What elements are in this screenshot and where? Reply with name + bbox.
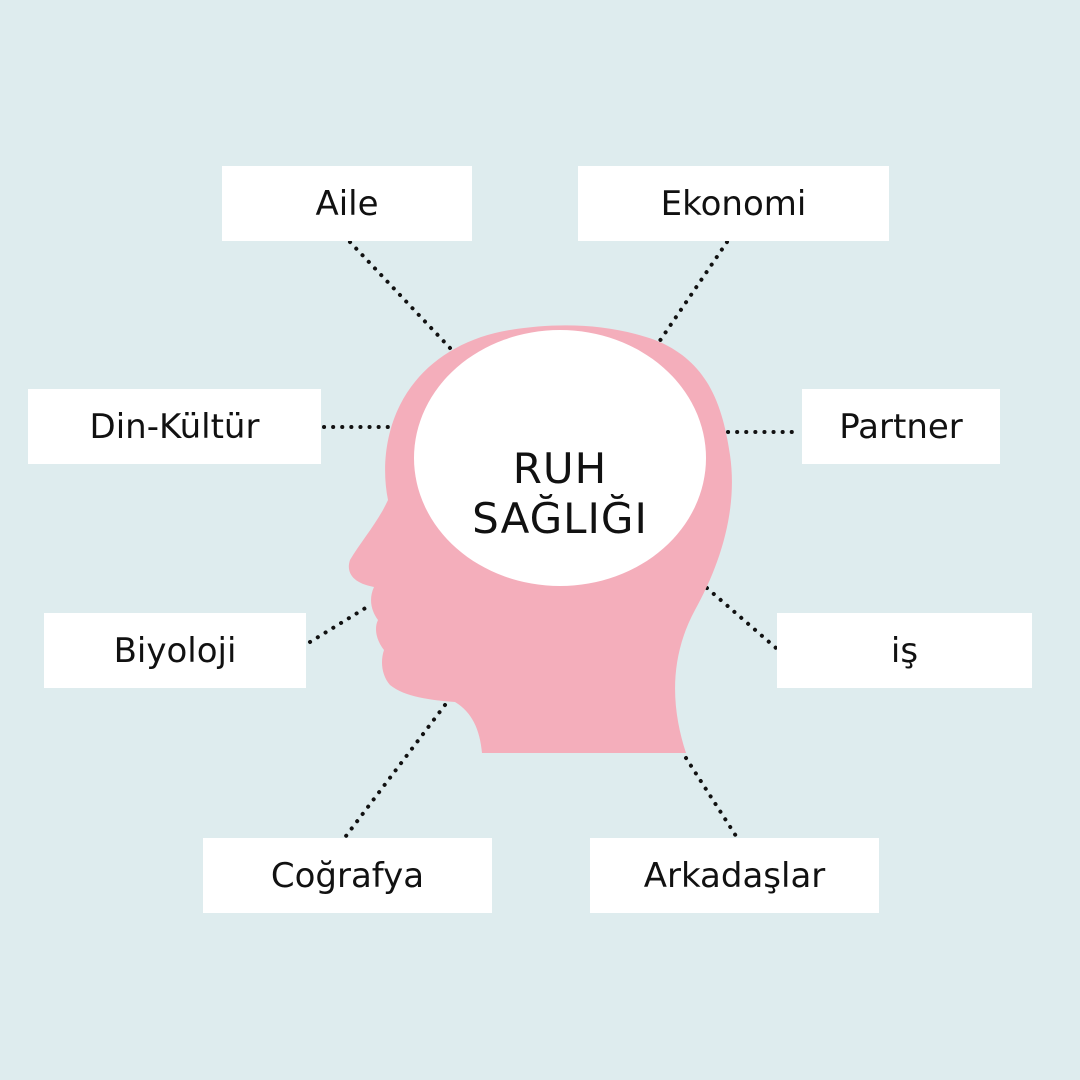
node-arkadaslar: Arkadaşlar — [590, 838, 879, 913]
node-biyoloji: Biyoloji — [44, 613, 306, 688]
connectors — [308, 240, 802, 838]
node-cografya: Coğrafya — [203, 838, 492, 913]
center-title: RUH SAĞLIĞI — [414, 404, 706, 584]
node-din-kultur: Din-Kültür — [28, 389, 321, 464]
connector-arkadaslar — [684, 756, 738, 838]
connector-is — [698, 580, 778, 650]
connector-aile — [348, 240, 452, 350]
connector-cografya — [344, 703, 447, 838]
node-is: iş — [777, 613, 1032, 688]
brain-ellipse — [414, 330, 706, 586]
center-title-line1: RUH — [512, 443, 608, 493]
center-title-line2: SAĞLIĞI — [472, 494, 648, 543]
connector-biyoloji — [308, 602, 374, 644]
node-aile: Aile — [222, 166, 472, 241]
connector-ekonomi — [655, 240, 729, 347]
node-ekonomi: Ekonomi — [578, 166, 889, 241]
node-partner: Partner — [802, 389, 1000, 464]
